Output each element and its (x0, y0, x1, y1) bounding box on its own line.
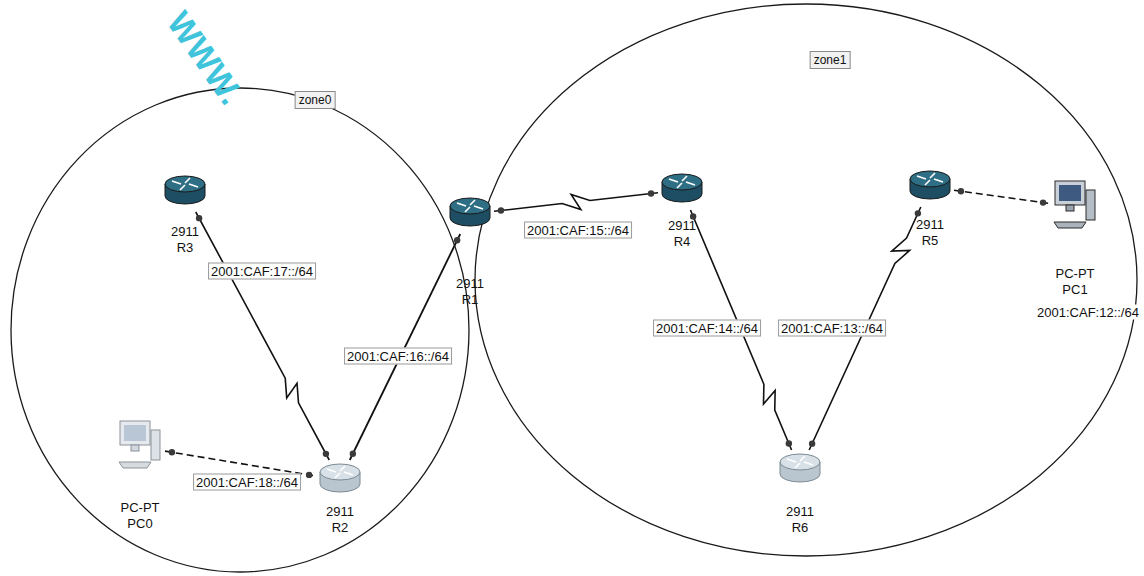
pc-icon (117, 418, 163, 476)
device-name: PC0 (127, 516, 152, 532)
port-dot (1040, 199, 1046, 205)
pc-node: PC-PTPC0 (117, 418, 163, 532)
device-name: PC1 (1062, 282, 1087, 298)
zone-ellipse (475, 4, 1137, 556)
device-model: 2911 (326, 504, 354, 520)
device-name: R5 (922, 233, 939, 249)
port-dot (350, 451, 356, 457)
zone-outline (10, 87, 470, 573)
device-model: PC-PT (121, 500, 160, 516)
port-dot (306, 472, 312, 478)
console-link (954, 188, 1050, 206)
port-dot (454, 237, 460, 243)
link-line (954, 190, 1050, 203)
port-dot (786, 440, 792, 446)
router-node: 2911R1 (448, 196, 492, 308)
router-node: 2911R3 (163, 174, 207, 256)
pc-node: PC-PTPC1 (1052, 178, 1098, 298)
port-dot (196, 215, 202, 221)
zone-ellipse (11, 88, 469, 572)
router-icon (778, 452, 822, 488)
router-node: 2911R5 (908, 169, 952, 249)
link-label: 2001:CAF:18::/64 (193, 474, 301, 491)
router-icon (318, 462, 362, 498)
link-label: 2001:CAF:17::/64 (208, 263, 316, 280)
port-dot (915, 210, 921, 216)
device-name: R6 (792, 520, 809, 536)
port-dot (809, 440, 815, 446)
device-model: 2911 (916, 217, 944, 233)
device-model: 2911 (668, 218, 696, 234)
link-label: 2001:CAF:16::/64 (344, 348, 452, 365)
device-model: PC-PT (1056, 266, 1095, 282)
pc-icon (1052, 178, 1098, 236)
zone-label: zone1 (810, 51, 851, 69)
router-node: 2911R6 (778, 452, 822, 536)
device-model: 2911 (171, 224, 199, 240)
link-line (494, 193, 658, 212)
port-dot (958, 188, 964, 194)
watermark: WWW. (159, 4, 251, 111)
router-node: 2911R2 (318, 462, 362, 536)
device-name: R1 (462, 292, 479, 308)
link-label: 2001:CAF:14::/64 (653, 320, 761, 337)
serial-link (494, 190, 658, 213)
router-icon (908, 169, 952, 205)
device-name: R4 (674, 234, 691, 250)
device-name: R2 (332, 520, 349, 536)
link-line (165, 451, 316, 476)
port-dot (498, 207, 504, 213)
port-dot (323, 451, 329, 457)
device-name: R3 (177, 240, 194, 256)
router-icon (163, 174, 207, 210)
link-label: 2001:CAF:13::/64 (778, 320, 886, 337)
router-node: 2911R4 (660, 172, 704, 250)
port-dot (169, 449, 175, 455)
port-dot (648, 190, 654, 196)
link-line (196, 212, 329, 460)
network-address: 2001:CAF:12::/64 (1035, 305, 1141, 320)
link-label: 2001:CAF:15::/64 (524, 222, 632, 239)
serial-link (196, 212, 329, 460)
device-model: 2911 (456, 276, 484, 292)
router-icon (660, 172, 704, 208)
router-icon (448, 196, 492, 232)
device-model: 2911 (786, 504, 814, 520)
zone-area: zone12911R42911R5PC-PTPC12911R6 (474, 3, 1138, 557)
zone-label: zone0 (295, 91, 336, 109)
zone-area: zone02911R32911R2PC-PTPC0 (10, 87, 470, 573)
